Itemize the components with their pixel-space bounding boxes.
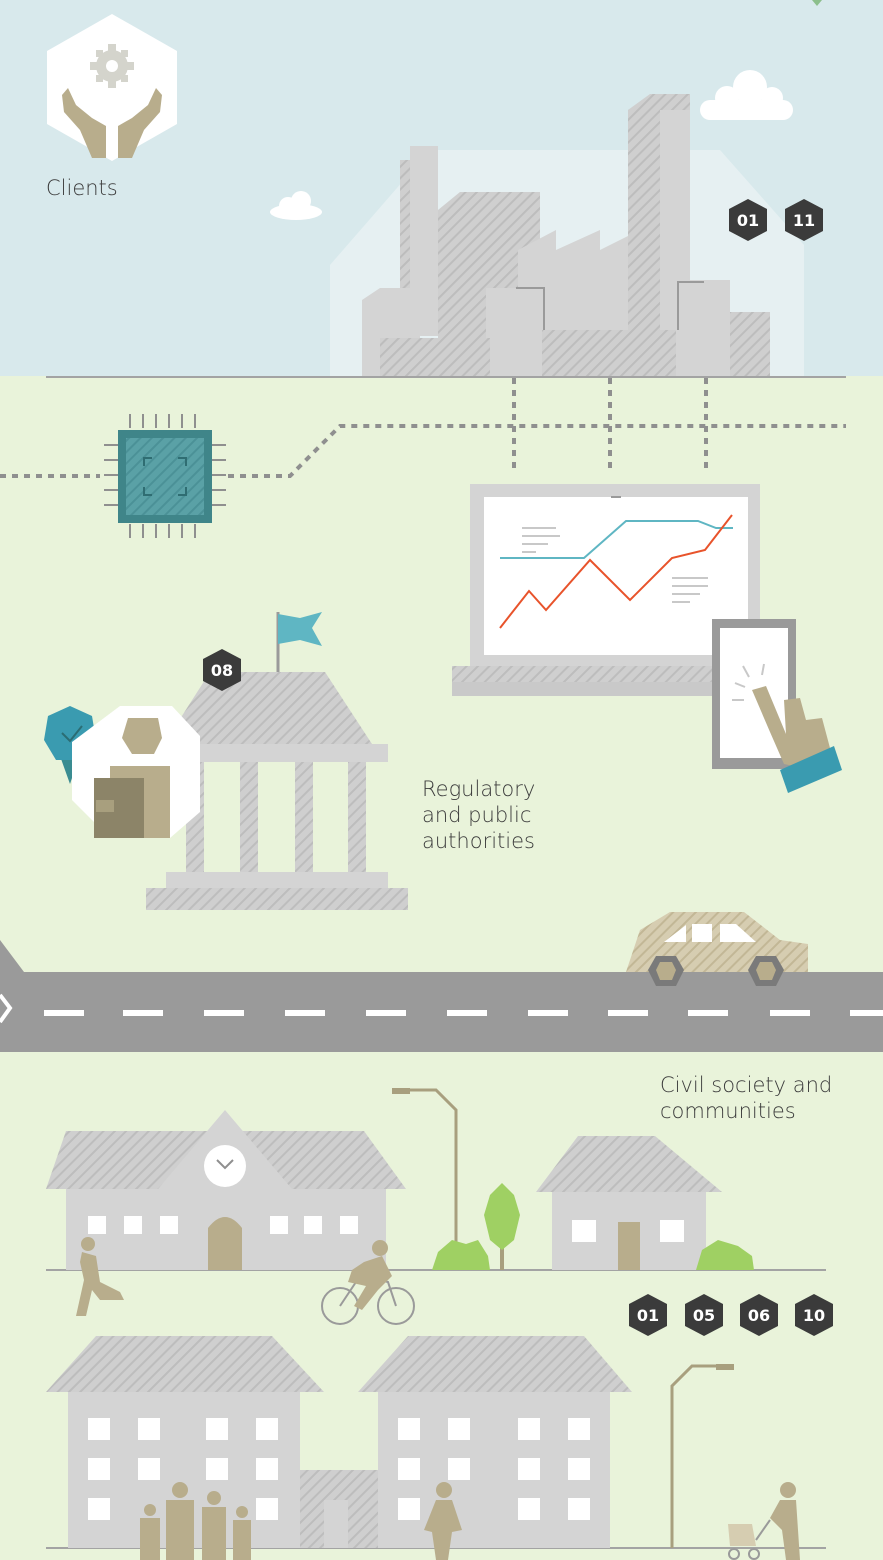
badge-community-3: 06 <box>737 1293 781 1337</box>
cloud-icon <box>270 191 322 220</box>
road <box>0 940 883 1052</box>
person-icon <box>72 706 200 838</box>
government-building-icon <box>146 612 408 910</box>
tree-icon <box>484 1183 520 1270</box>
badge-government: 08 <box>200 648 244 692</box>
badge-community-1: 01 <box>626 1293 670 1337</box>
laptop-chart-icon <box>452 484 776 696</box>
badge-industry-2: 11 <box>782 198 826 242</box>
gear-hands-icon <box>47 14 177 161</box>
streetlamp-icon <box>392 1088 458 1270</box>
family-icon <box>140 1482 251 1560</box>
network-lines <box>0 378 846 478</box>
car-icon <box>626 912 808 986</box>
factory-complex <box>330 94 804 376</box>
walker-icon <box>424 1482 462 1560</box>
label-regulatory-line-1: Regulatory <box>422 777 536 801</box>
label-regulatory-line-3: authorities <box>422 829 535 853</box>
label-civil-society: Civil society and communities <box>660 1072 832 1124</box>
badge-community-4: 10 <box>792 1293 836 1337</box>
flag-icon <box>278 612 322 646</box>
school-building <box>46 1110 406 1270</box>
stroller-icon <box>728 1482 800 1560</box>
label-clients: Clients <box>46 176 118 200</box>
streetlamp-icon <box>670 1364 734 1548</box>
label-civil-line-2: communities <box>660 1099 796 1123</box>
label-civil-line-1: Civil society and <box>660 1073 833 1097</box>
tablet-hand-icon <box>712 619 842 793</box>
house-icon <box>536 1136 722 1270</box>
chip-icon <box>104 414 226 538</box>
cloud-icon <box>700 70 793 120</box>
badge-community-2: 05 <box>682 1293 726 1337</box>
cyclist-icon <box>321 1240 415 1325</box>
clock-icon <box>204 1145 246 1187</box>
label-regulatory-line-2: and public <box>422 803 532 827</box>
label-regulatory: Regulatory and public authorities <box>422 776 535 854</box>
badge-industry-1: 01 <box>726 198 770 242</box>
bush-icon <box>696 1240 754 1270</box>
runner-icon <box>76 1237 124 1316</box>
bush-icon <box>432 1240 490 1270</box>
